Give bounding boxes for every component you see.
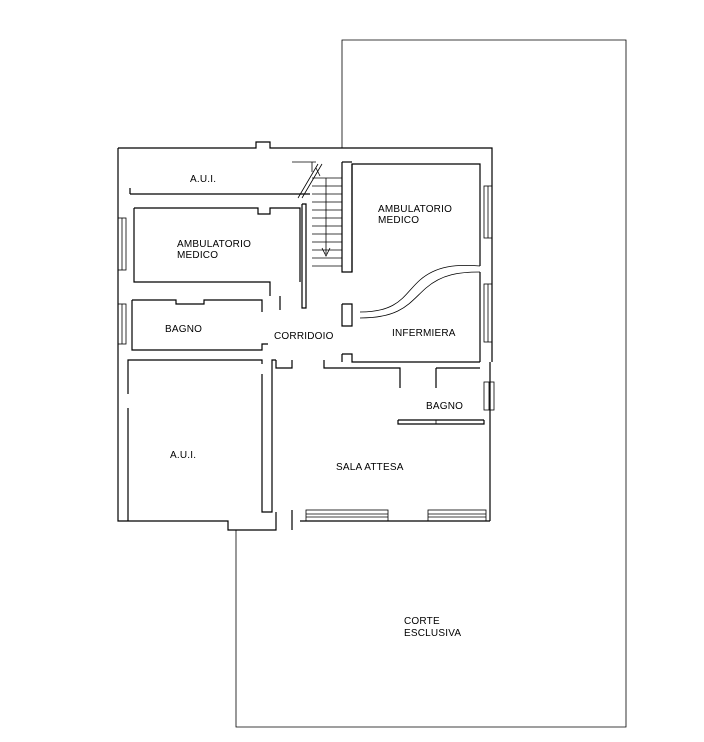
room-label-ambulatorio-right-line2: MEDICO [378,215,419,226]
ambulatorio-right-walls [341,161,481,273]
room-label-ambulatorio-left-line2: MEDICO [177,250,218,261]
room-label-bagno-right: BAGNO [426,401,463,412]
room-label-aui-top: A.U.I. [190,174,216,185]
room-label-infermiera: INFERMIERA [392,328,456,339]
stairs [292,161,342,267]
windows-bottom [305,509,487,522]
ambulatorio-left-walls [133,203,307,310]
curved-partition [359,260,481,362]
corridor-walls [275,360,480,388]
windows-right [483,185,495,411]
windows-left [117,217,127,345]
bagno-right-walls [397,419,485,425]
room-label-ambulatorio-left-line1: AMBULATORIO [177,239,251,250]
room-label-corte-line2: ESCLUSIVA [404,628,461,639]
courtyard-boundary [235,39,627,728]
aui-top-walls [129,188,310,195]
bagno-left-walls [131,299,268,351]
room-label-sala-attesa: SALA ATTESA [336,462,404,473]
room-label-aui-bottom: A.U.I. [170,450,196,461]
aui-bottom-walls [127,359,276,521]
room-label-corridoio: CORRIDOIO [274,331,334,342]
room-label-corte-line1: CORTE [404,616,440,627]
room-label-bagno-left: BAGNO [165,324,202,335]
infermiera-walls [341,303,480,363]
room-label-ambulatorio-right-line1: AMBULATORIO [378,204,452,215]
